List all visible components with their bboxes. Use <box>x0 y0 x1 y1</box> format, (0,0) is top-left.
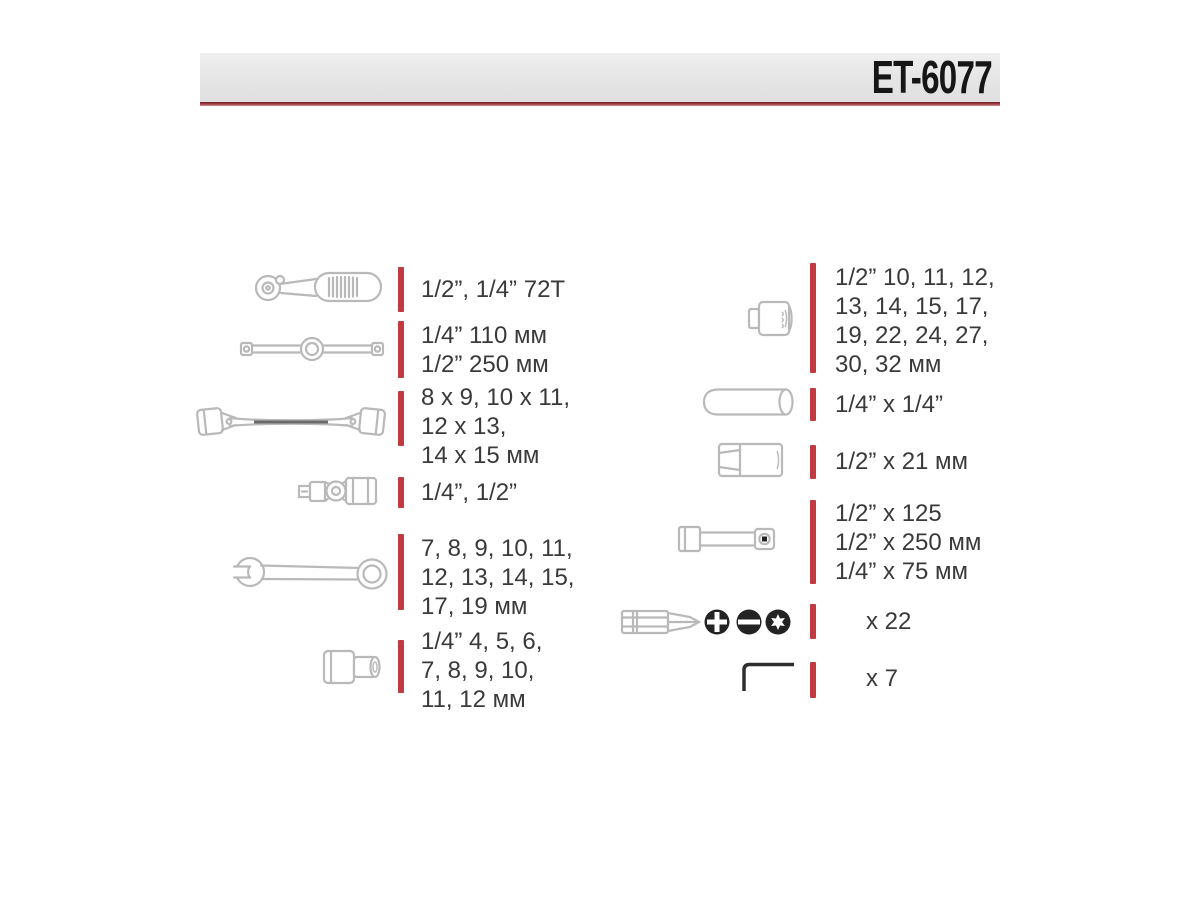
spec-text: 1/2”, 1/4” 72T <box>421 275 565 304</box>
spec-text: 1/4” 4, 5, 6, 7, 8, 9, 10, 11, 12 мм <box>421 627 542 714</box>
spec-text: x 22 <box>866 607 911 636</box>
deep-socket-icon <box>702 386 798 423</box>
spec-text: 7, 8, 9, 10, 11, 12, 13, 14, 15, 17, 19 … <box>421 534 574 621</box>
spec-line: 12, 13, 14, 15, <box>421 564 575 591</box>
spec-line: 8 x 9, 10 x 11, <box>421 384 570 411</box>
spec-line: 7, 8, 9, 10, 11, <box>421 535 573 562</box>
spec-text: 1/2” x 21 мм <box>835 447 968 476</box>
divider-bar <box>398 267 404 312</box>
divider-bar <box>810 388 816 421</box>
spec-line: 1/4”, 1/2” <box>421 479 518 506</box>
spec-text: 8 x 9, 10 x 11, 12 x 13, 14 x 15 мм <box>421 383 570 470</box>
spec-line: 1/4” x 1/4” <box>835 391 944 418</box>
hex-key-icon <box>740 660 798 699</box>
ratchet-icon <box>253 266 385 311</box>
spec-line: 17, 19 мм <box>421 593 528 620</box>
socket-half-icon <box>746 297 798 344</box>
socket-quarter-icon <box>321 648 385 691</box>
spec-line: 1/4” x 75 мм <box>835 558 969 585</box>
divider-bar <box>810 604 816 639</box>
spec-line: 14 x 15 мм <box>421 442 540 469</box>
combination-wrench-icon <box>232 548 390 601</box>
spec-line: 1/2” 10, 11, 12, <box>835 264 995 291</box>
spec-line: 1/2” 250 мм <box>421 351 549 378</box>
spark-plug-socket-icon <box>716 441 788 484</box>
spec-line: 1/4” 4, 5, 6, <box>421 628 543 655</box>
spec-line: 12 x 13, <box>421 413 507 440</box>
extension-bar-icon <box>676 524 778 559</box>
spec-line: 1/2”, 1/4” 72T <box>421 276 566 303</box>
spec-line: 19, 22, 24, 27, <box>835 322 989 349</box>
universal-joint-icon <box>296 471 382 516</box>
spec-text: 1/4”, 1/2” <box>421 478 517 507</box>
spec-text: 1/4” 110 мм 1/2” 250 мм <box>421 321 549 379</box>
spec-line: 1/2” x 21 мм <box>835 448 969 475</box>
spec-line: 1/4” 110 мм <box>421 322 547 349</box>
spec-line: x 7 <box>866 665 899 692</box>
spec-text: x 7 <box>866 664 898 693</box>
screwdriver-bits-icon <box>620 604 792 645</box>
divider-bar <box>398 640 404 693</box>
divider-bar <box>398 391 404 446</box>
spec-line: 1/2” x 125 <box>835 500 942 527</box>
spec-line: 7, 8, 9, 10, <box>421 657 535 684</box>
sliding-t-bar-icon <box>238 336 386 367</box>
spec-line: 30, 32 мм <box>835 351 942 378</box>
spec-line: 11, 12 мм <box>421 686 526 713</box>
divider-bar <box>810 662 816 698</box>
spec-text: 1/2” x 125 1/2” x 250 мм 1/4” x 75 мм <box>835 499 981 586</box>
divider-bar <box>398 321 404 378</box>
divider-bar <box>398 477 404 508</box>
flex-socket-wrench-icon <box>196 400 386 447</box>
header-bar: ET-6077 <box>200 53 1000 102</box>
divider-bar <box>810 445 816 479</box>
spec-line: 13, 14, 15, 17, <box>835 293 989 320</box>
header-underline <box>200 102 1000 106</box>
divider-bar <box>810 500 816 584</box>
model-number: ET-6077 <box>871 51 993 103</box>
spec-line: 1/2” x 250 мм <box>835 529 982 556</box>
spec-line: x 22 <box>866 608 912 635</box>
divider-bar <box>398 534 404 610</box>
spec-text: 1/2” 10, 11, 12, 13, 14, 15, 17, 19, 22,… <box>835 263 995 379</box>
divider-bar <box>810 263 816 373</box>
spec-text: 1/4” x 1/4” <box>835 390 943 419</box>
